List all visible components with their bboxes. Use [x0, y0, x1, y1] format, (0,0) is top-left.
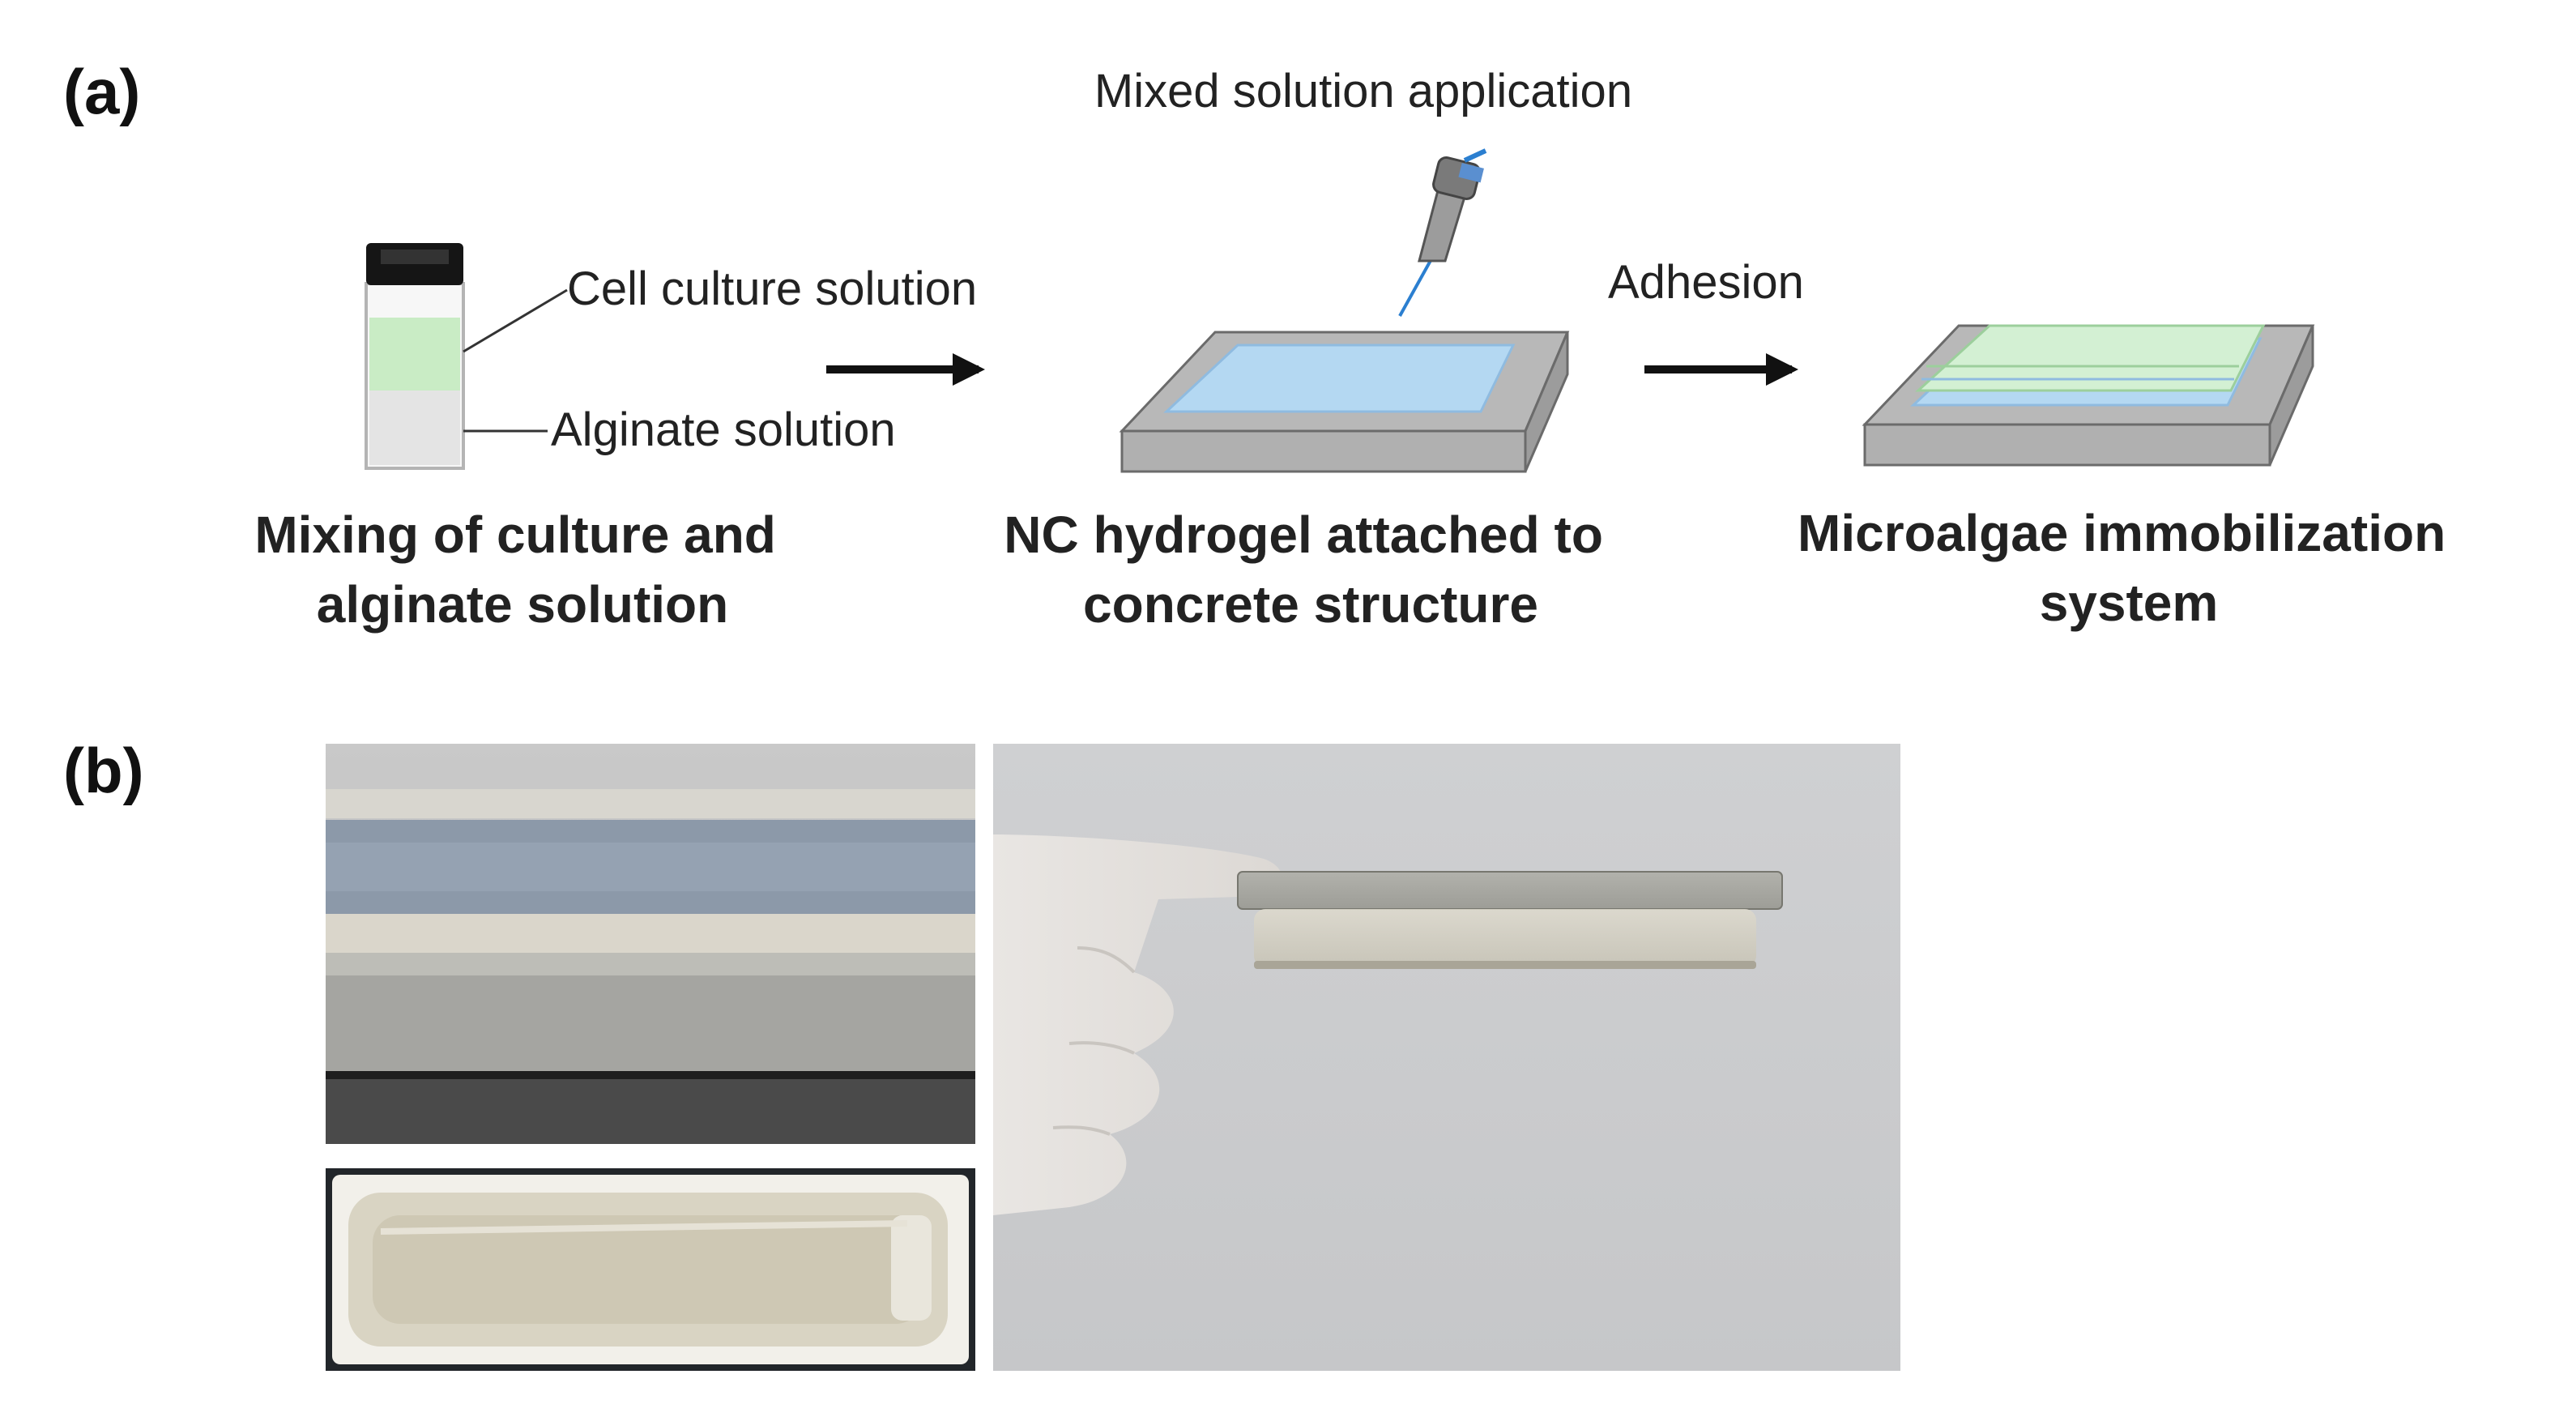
vial-cap-band: [381, 250, 449, 264]
held-sample: [1237, 871, 1783, 969]
step-1-caption: Mixing of culture and alginate solution: [254, 506, 790, 634]
algae-layer: [1915, 324, 2266, 392]
adhesion-label: Adhesion: [1608, 256, 1804, 309]
vial-icon: [365, 243, 465, 470]
photo-top-view: [326, 1168, 975, 1371]
step-2-caption-line-2: concrete structure: [1083, 575, 1538, 634]
step-3-caption: Microalgae immobilization system: [1798, 504, 2460, 632]
panel-a: (a) Cell culture solution Alginate solut…: [63, 56, 2460, 634]
culture-leader-line: [463, 288, 568, 353]
concrete-slab-icon: [1119, 331, 1570, 473]
mixed-solution-application-label: Mixed solution application: [1094, 65, 1632, 117]
step-3-caption-line-1: Microalgae immobilization: [1798, 504, 2446, 562]
vial-culture-layer: [369, 318, 460, 391]
alginate-solution-label: Alginate solution: [551, 403, 896, 456]
immobilization-system-icon: [1862, 324, 2315, 467]
photo-hand-holding-sample: [993, 744, 1900, 1371]
step-1-caption-line-2: alginate solution: [317, 575, 728, 634]
panel-a-label: (a): [63, 56, 140, 127]
pipette-icon: [1398, 148, 1487, 317]
cell-culture-solution-label: Cell culture solution: [567, 262, 977, 315]
step-2-caption-line-1: NC hydrogel attached to: [1004, 506, 1603, 564]
hydrogel-layer: [1163, 344, 1516, 413]
photo-side-view: [326, 744, 975, 1144]
step-2-caption: NC hydrogel attached to concrete structu…: [1004, 506, 1617, 634]
step-1-caption-line-1: Mixing of culture and: [254, 506, 776, 564]
gloved-hand: [993, 834, 1283, 1215]
panel-b: (b): [63, 735, 1900, 1371]
step-3-caption-line-2: system: [2040, 574, 2219, 632]
panel-b-label: (b): [63, 735, 144, 806]
vial-alginate-layer: [369, 391, 460, 465]
